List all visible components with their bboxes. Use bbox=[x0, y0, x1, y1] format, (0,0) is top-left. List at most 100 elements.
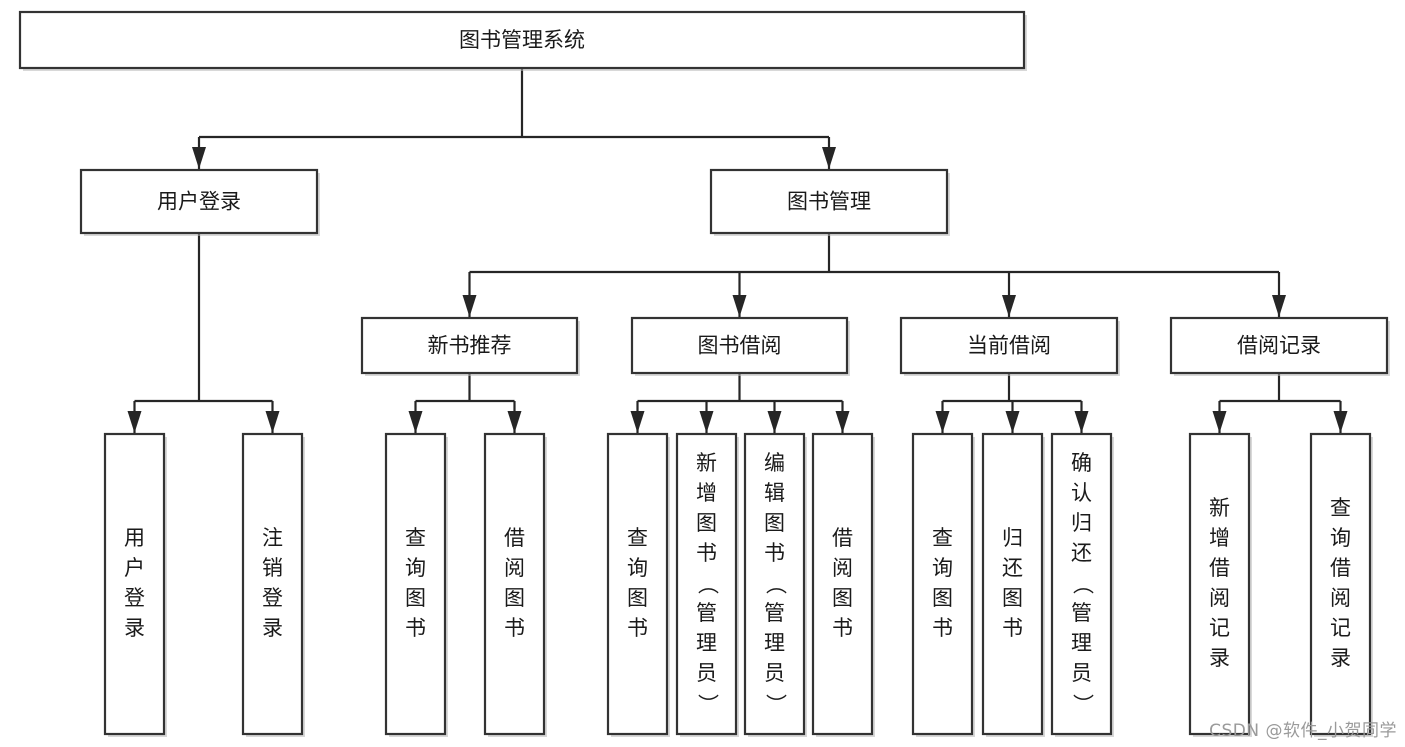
node-box[interactable] bbox=[709, 168, 949, 235]
node-label-char: 录 bbox=[1330, 646, 1351, 670]
node-label-char: 登 bbox=[124, 586, 145, 610]
node-label-char: 管 bbox=[764, 601, 785, 625]
node-label-char: 管 bbox=[696, 601, 717, 625]
node-label-char: 图 bbox=[504, 586, 525, 610]
node-box[interactable] bbox=[675, 432, 738, 736]
node-box[interactable] bbox=[384, 432, 447, 736]
node-label-char: 认 bbox=[1071, 481, 1092, 505]
node-label-char: （ bbox=[1071, 574, 1095, 595]
node-label-char: 图 bbox=[932, 586, 953, 610]
node-label-char: 查 bbox=[932, 526, 953, 550]
nodes-layer: 图书管理系统用户登录图书管理新书推荐图书借阅当前借阅借阅记录用户登录注销登录查询… bbox=[18, 10, 1390, 737]
node-new-book-rec[interactable]: 新书推荐 bbox=[360, 316, 580, 376]
node-box[interactable] bbox=[981, 432, 1044, 736]
node-box[interactable] bbox=[360, 316, 579, 375]
node-borrow-record[interactable]: 借阅记录 bbox=[1169, 316, 1390, 376]
node-label-char: 查 bbox=[627, 526, 648, 550]
node-box[interactable] bbox=[18, 10, 1026, 70]
node-box[interactable] bbox=[1050, 432, 1113, 736]
node-label-char: 理 bbox=[696, 631, 717, 655]
node-box[interactable] bbox=[1188, 432, 1251, 736]
node-label-char: 书 bbox=[932, 616, 953, 640]
node-label-char: 借 bbox=[1330, 556, 1351, 580]
node-box[interactable] bbox=[811, 432, 874, 736]
node-label-char: 询 bbox=[932, 556, 953, 580]
node-book-borrow[interactable]: 图书借阅 bbox=[630, 316, 850, 376]
node-leaf-user-login[interactable]: 用户登录 bbox=[103, 432, 167, 737]
node-user-login[interactable]: 用户登录 bbox=[79, 168, 320, 236]
node-box[interactable] bbox=[899, 316, 1119, 375]
node-label-char: 图 bbox=[1002, 586, 1023, 610]
node-label-char: 增 bbox=[696, 481, 717, 505]
arrow-head-icon bbox=[822, 147, 836, 169]
node-label: 新书推荐 bbox=[428, 334, 512, 358]
node-book-manage[interactable]: 图书管理 bbox=[709, 168, 950, 236]
arrow-head-icon bbox=[1333, 411, 1348, 433]
node-label-char: 录 bbox=[124, 616, 145, 640]
node-label-char: 员 bbox=[696, 661, 717, 685]
node-label-char: 书 bbox=[764, 541, 785, 565]
arrow-head-icon bbox=[1272, 295, 1286, 317]
node-label-char: 还 bbox=[1071, 541, 1092, 565]
node-label-char: 书 bbox=[832, 616, 853, 640]
node-label-char: 用 bbox=[124, 526, 145, 550]
arrow-head-icon bbox=[1005, 411, 1020, 433]
node-label-char: ） bbox=[696, 694, 720, 715]
node-label-char: 书 bbox=[696, 541, 717, 565]
arrow-head-icon bbox=[630, 411, 645, 433]
node-box[interactable] bbox=[103, 432, 166, 736]
node-label-char: 查 bbox=[405, 526, 426, 550]
node-label-char: 书 bbox=[1002, 616, 1023, 640]
node-root[interactable]: 图书管理系统 bbox=[18, 10, 1027, 71]
arrow-head-icon bbox=[1074, 411, 1089, 433]
node-label-char: 图 bbox=[405, 586, 426, 610]
node-label-char: 编 bbox=[764, 451, 785, 475]
arrow-head-icon bbox=[265, 411, 280, 433]
node-box[interactable] bbox=[911, 432, 974, 736]
node-box[interactable] bbox=[1309, 432, 1372, 736]
node-box[interactable] bbox=[483, 432, 546, 736]
node-label-char: 增 bbox=[1209, 526, 1230, 550]
node-box[interactable] bbox=[606, 432, 669, 736]
node-label: 图书管理 bbox=[787, 190, 871, 214]
node-current-borrow[interactable]: 当前借阅 bbox=[899, 316, 1120, 376]
node-box[interactable] bbox=[1169, 316, 1389, 375]
node-box[interactable] bbox=[630, 316, 849, 375]
node-box[interactable] bbox=[241, 432, 304, 736]
node-label-char: 阅 bbox=[1330, 586, 1351, 610]
arrow-head-icon bbox=[507, 411, 522, 433]
node-label-char: 查 bbox=[1330, 496, 1351, 520]
node-label-char: 记 bbox=[1330, 616, 1351, 640]
node-box[interactable] bbox=[79, 168, 319, 235]
node-label-char: 阅 bbox=[504, 556, 525, 580]
node-label-char: 归 bbox=[1071, 511, 1092, 535]
arrow-head-icon bbox=[192, 147, 206, 169]
node-label-char: 询 bbox=[1330, 526, 1351, 550]
connector-group bbox=[408, 373, 522, 433]
node-box[interactable] bbox=[743, 432, 806, 736]
node-label-char: 图 bbox=[832, 586, 853, 610]
arrow-head-icon bbox=[699, 411, 714, 433]
